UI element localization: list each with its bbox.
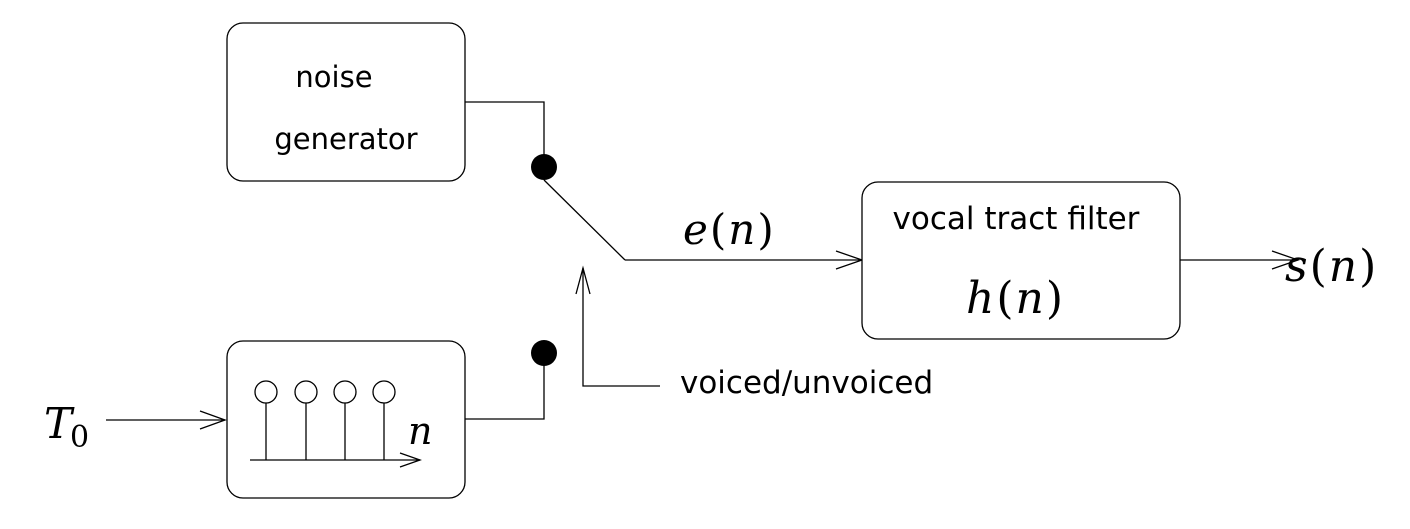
impulse-head (254, 380, 278, 404)
excitation-label: e(n) (683, 205, 774, 254)
voiced-contact (531, 340, 557, 366)
period-input: T0 (44, 399, 227, 455)
filter-response-label: h(n) (966, 273, 1063, 324)
filter-response-arg: n (1016, 273, 1044, 324)
impulse-train-icon (250, 380, 422, 468)
period-symbol: T0 (44, 399, 89, 455)
output-arg: n (1329, 241, 1357, 292)
period-input-arrow (199, 410, 227, 430)
output-open-paren: ( (1310, 241, 1327, 292)
impulse-head (333, 380, 357, 404)
period-letter: T (44, 399, 75, 448)
excitation-symbol: e (683, 205, 708, 254)
switch-control-arrow (575, 265, 591, 295)
output-arrow (1271, 250, 1300, 270)
impulse-head (294, 380, 318, 404)
period-subscript: 0 (70, 420, 89, 455)
impulse-to-contact-wire (465, 353, 545, 420)
noise-generator-block: noise generator (226, 22, 466, 182)
impulse-axis-label: n (408, 409, 432, 453)
noise-generator-label-line2: generator (274, 122, 417, 156)
noise-generator-box (226, 22, 466, 182)
filter-response-open-paren: ( (996, 273, 1013, 324)
vocal-tract-filter-title: vocal tract filter (893, 201, 1140, 237)
excitation-signal: e(n) (625, 205, 864, 270)
excitation-arg: n (728, 205, 755, 254)
impulse-axis-arrow (399, 452, 422, 468)
output-close-paren: ) (1359, 241, 1376, 292)
output-signal: s(n) (1180, 241, 1376, 292)
switch-arm (543, 179, 626, 261)
vocal-tract-filter-block: vocal tract filter h(n) (861, 181, 1181, 340)
noise-generator-label-line1: noise (295, 60, 372, 94)
switch-control-line (582, 268, 660, 387)
excitation-open-paren: ( (710, 205, 726, 254)
switch-control-label: voiced/unvoiced (680, 365, 933, 401)
filter-response-close-paren: ) (1046, 273, 1063, 324)
output-label: s(n) (1285, 241, 1376, 292)
switch-control: voiced/unvoiced (575, 265, 933, 401)
output-symbol: s (1285, 241, 1308, 292)
impulse-train-block: n (226, 340, 466, 499)
excitation-close-paren: ) (757, 205, 773, 254)
noise-to-contact-wire (465, 101, 545, 167)
unvoiced-contact (531, 154, 557, 180)
impulse-head (372, 380, 396, 404)
filter-response-symbol: h (966, 273, 994, 324)
voiced-unvoiced-switch (531, 154, 626, 366)
